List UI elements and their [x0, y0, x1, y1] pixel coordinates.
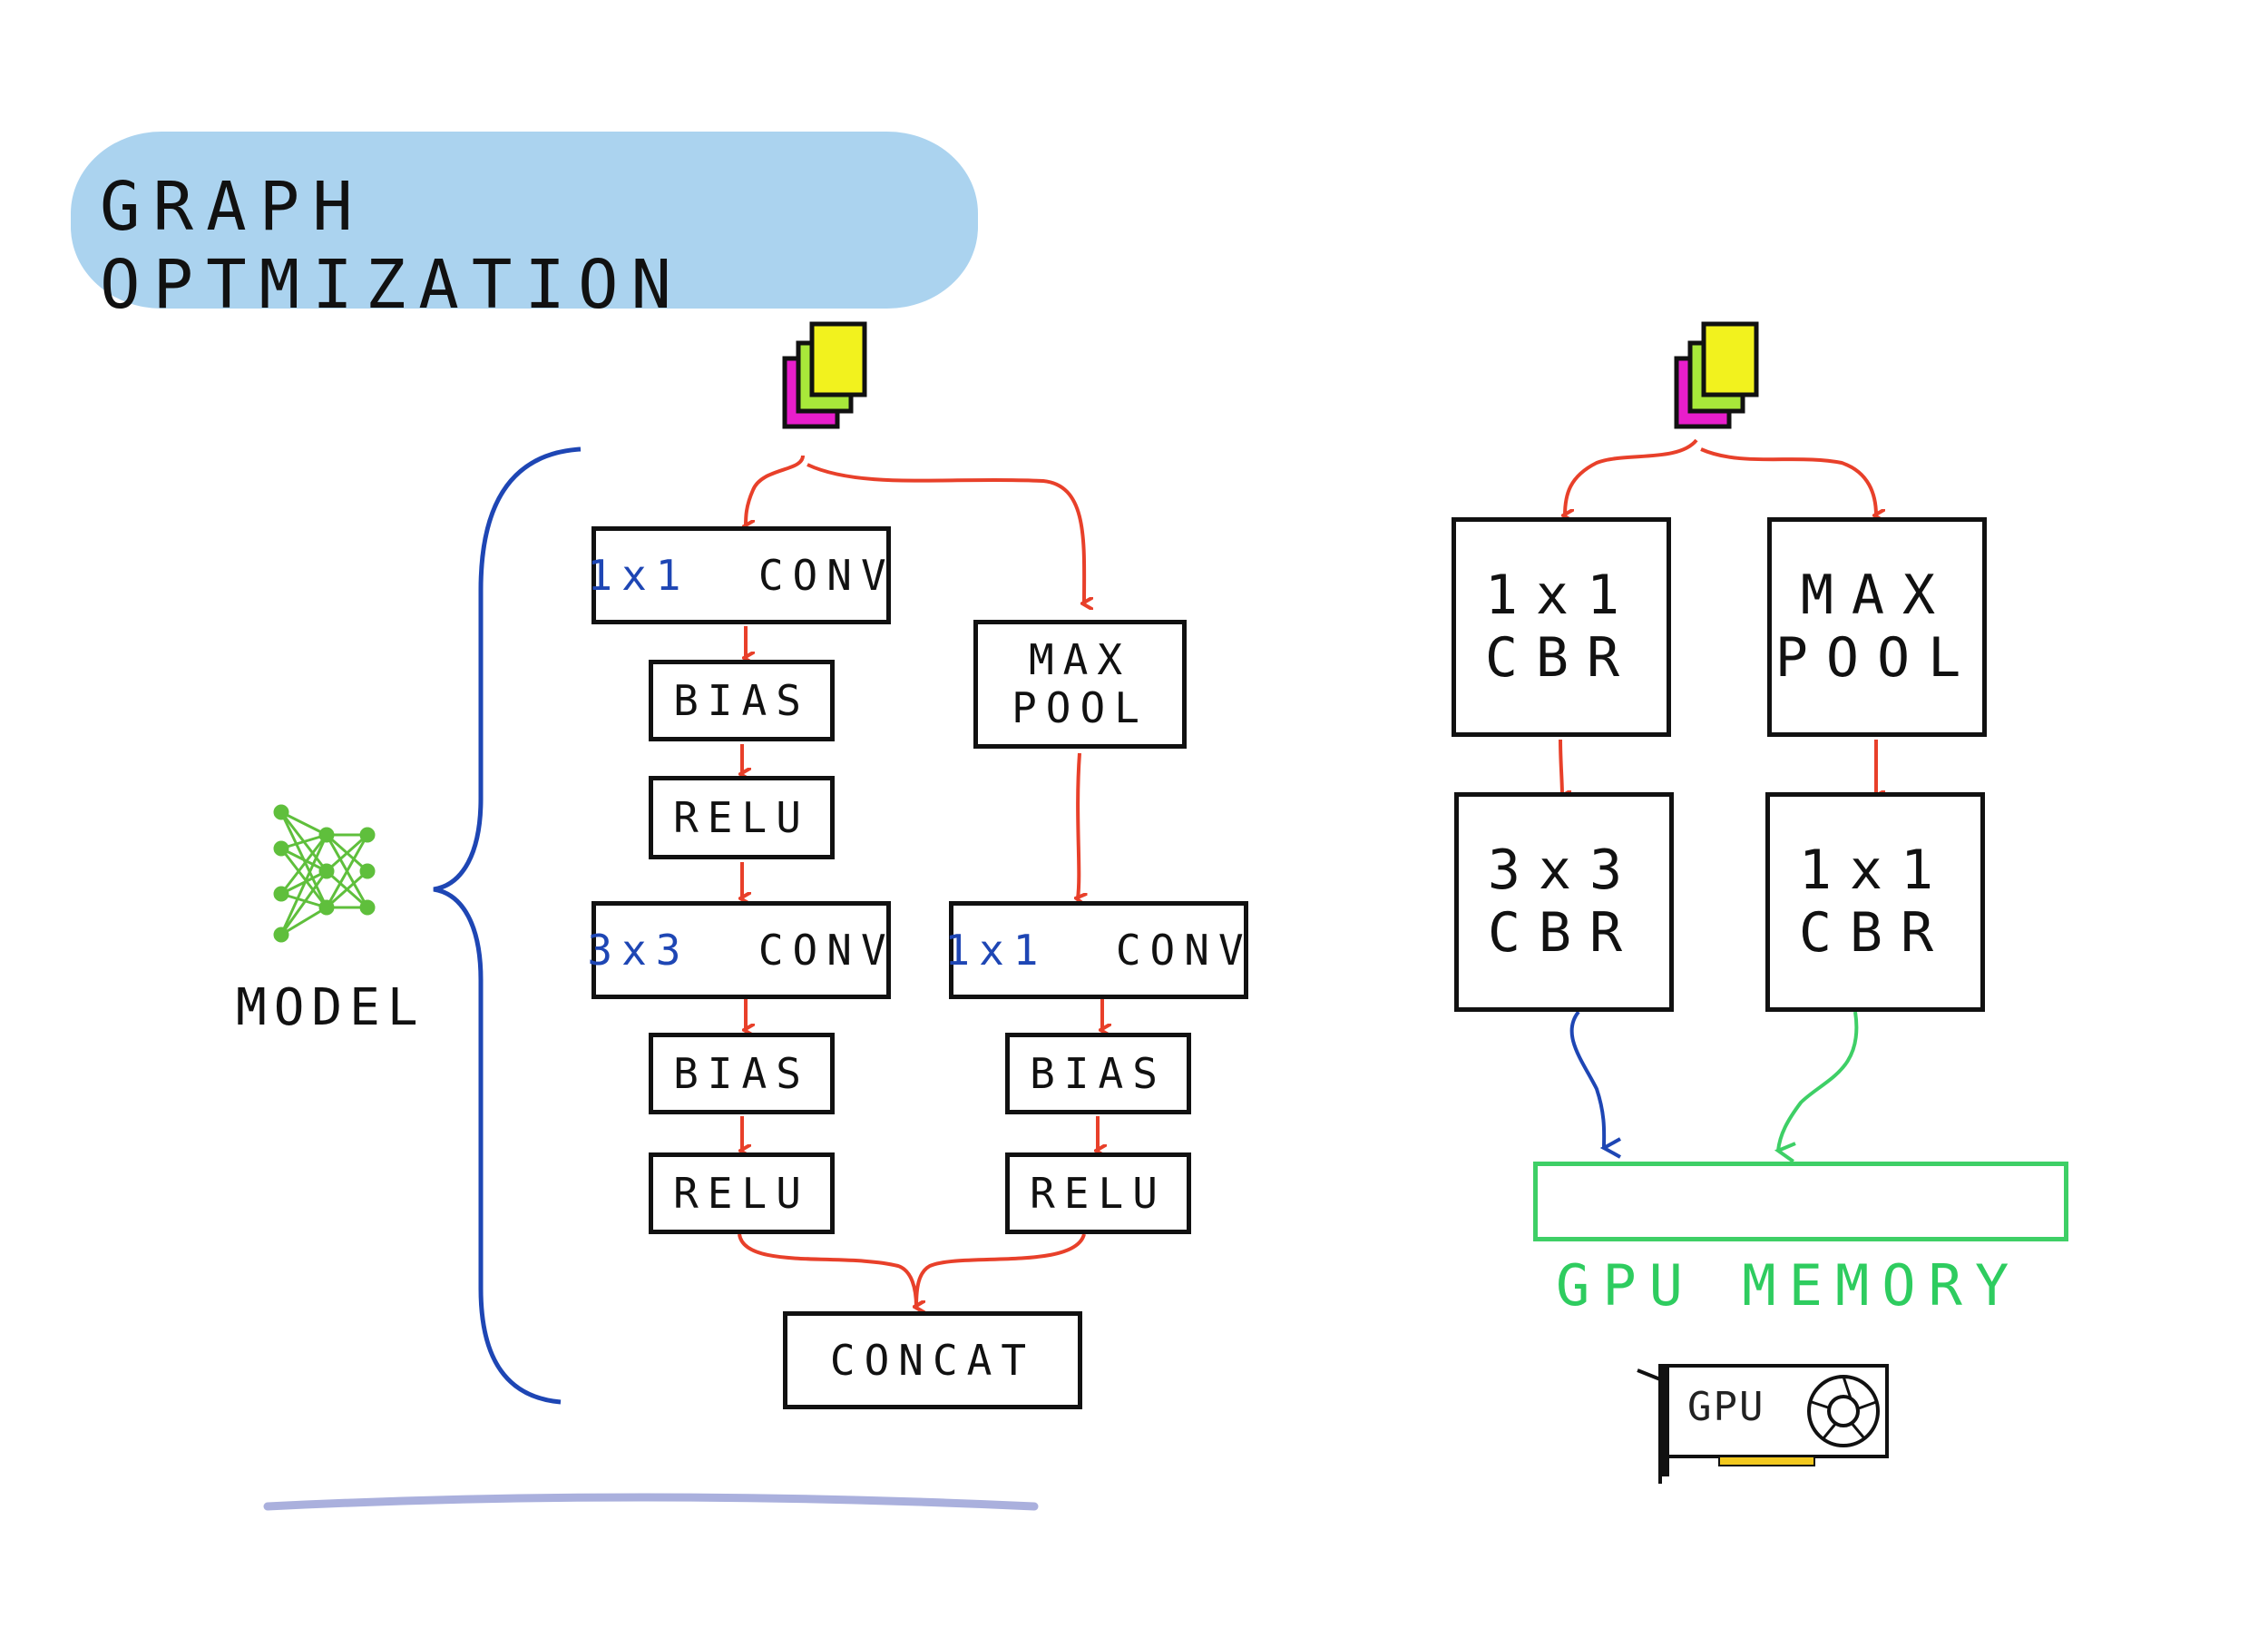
neural-network-icon — [273, 804, 376, 943]
arrow-1x1-to-memory — [1778, 1011, 1859, 1151]
relu-box-b[interactable]: RELU — [649, 1152, 835, 1234]
maxpool-fused-box[interactable]: MAX POOL — [1767, 517, 1987, 737]
bias-label: BIAS — [673, 675, 810, 725]
maxpool-label: MAX POOL — [1012, 635, 1149, 732]
bias-label: BIAS — [1030, 1048, 1167, 1098]
cbr1x1b-label: 1x1 CBR — [1798, 839, 1952, 965]
model-label: MODEL — [236, 978, 425, 1037]
left-arrows — [738, 455, 1102, 1307]
page-title: GRAPH OPTMIZATION — [100, 168, 685, 324]
bias-label: BIAS — [673, 1048, 810, 1098]
relu-box-c[interactable]: RELU — [1005, 1152, 1191, 1234]
maxpool-fused-label: MAX POOL — [1774, 564, 1980, 690]
relu-label: RELU — [1030, 1168, 1167, 1218]
cbr1x1b-box[interactable]: 1x1 CBR — [1765, 792, 1985, 1012]
maxpool-box[interactable]: MAX POOL — [973, 620, 1187, 749]
bias-box-c[interactable]: BIAS — [1005, 1033, 1191, 1114]
gpu-card-icon — [1637, 1364, 1889, 1484]
conv1x1b-box[interactable]: 1x1 CONV — [944, 901, 1248, 999]
gpu-memory-bar — [1533, 1162, 2068, 1241]
cbr3x3-label: 3x3 CBR — [1487, 839, 1641, 965]
input-tensor-icon-left — [782, 321, 867, 429]
cbr1x1-box[interactable]: 1x1 CBR — [1452, 517, 1671, 737]
conv3x3-size: 3x3 — [587, 925, 690, 975]
conv1x1-size: 1x1 — [587, 550, 690, 600]
conv1x1-op: CONV — [758, 550, 895, 600]
relu-label: RELU — [673, 792, 810, 842]
gpu-memory-label: GPU MEMORY — [1556, 1252, 2022, 1319]
arrow-3x3-to-memory — [1569, 1010, 1605, 1148]
bias-box-b[interactable]: BIAS — [649, 1033, 835, 1114]
conv1x1b-size: 1x1 — [944, 925, 1048, 975]
gpu-card-label: GPU — [1687, 1384, 1765, 1430]
concat-label: CONCAT — [829, 1335, 1036, 1385]
relu-box-a[interactable]: RELU — [649, 776, 835, 859]
title-banner — [71, 132, 978, 309]
concat-box[interactable]: CONCAT — [783, 1311, 1082, 1409]
conv3x3-op: CONV — [758, 925, 895, 975]
decor-underline — [263, 1493, 1039, 1511]
bias-box-a[interactable]: BIAS — [649, 660, 835, 741]
relu-label: RELU — [673, 1168, 810, 1218]
input-tensor-icon-right — [1674, 321, 1759, 429]
model-brace — [433, 446, 582, 1405]
cbr3x3-box[interactable]: 3x3 CBR — [1454, 792, 1674, 1012]
conv3x3-box[interactable]: 3x3 CONV — [587, 901, 891, 999]
cbr1x1-label: 1x1 CBR — [1484, 564, 1638, 690]
conv1x1b-op: CONV — [1115, 925, 1253, 975]
conv1x1-box[interactable]: 1x1 CONV — [587, 526, 891, 624]
